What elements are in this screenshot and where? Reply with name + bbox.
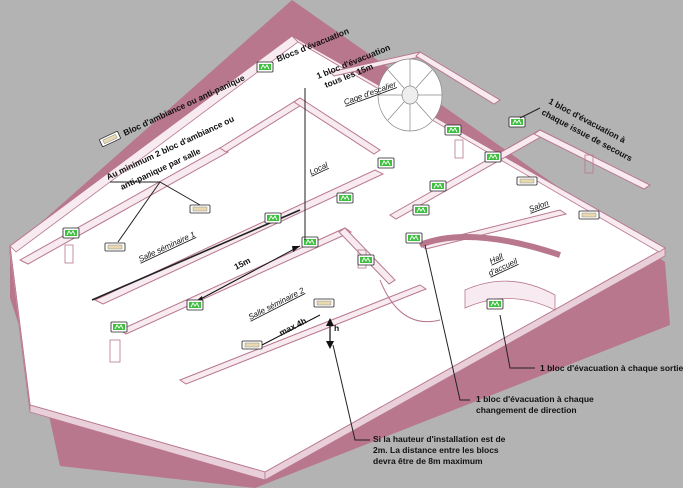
ambiance-block [313,298,335,308]
evac-block [357,254,375,266]
evac-block [508,116,526,128]
evac-block [486,298,504,310]
evac-block [405,232,423,244]
evac-block [336,192,354,204]
evac-block [412,204,430,216]
annotation-direction-2: changement de direction [476,405,577,415]
spiral-staircase [377,58,443,132]
evac-block [301,236,319,248]
corridor-line [91,209,301,301]
ambiance-block [241,340,263,350]
annotation-height-2: 2m. La distance entre les blocs [373,445,499,455]
legend-evac-icon [256,61,274,73]
ambiance-block [578,210,600,220]
dimension-h [326,318,334,349]
annotation-height-1: Si la hauteur d'installation est de [373,434,506,444]
evac-block [484,151,502,163]
hall-curve-front [379,279,441,323]
evac-block [110,321,128,333]
doors [64,139,594,363]
evac-block [264,212,282,224]
ambiance-block [516,176,538,186]
outer-wall-right [264,247,666,481]
dim-h-label: h [334,323,339,333]
evac-block [186,299,204,311]
evac-block [429,180,447,192]
ambiance-block [189,204,211,214]
dimension-max4h [261,314,321,346]
leader-lines [110,88,541,441]
evac-block [377,157,395,169]
ambiance-block [104,242,126,252]
evac-block [444,124,462,136]
annotation-height-3: devra être de 8m maximum [373,456,483,466]
hall-curved-wall [418,234,561,258]
evac-block [62,227,80,239]
interior-walls [18,51,651,385]
reception-desk [464,280,556,311]
annotation-direction-1: 1 bloc d'évacuation à chaque [476,394,594,404]
annotation-each-exit: 1 bloc d'évacuation à chaque sortie [540,363,683,373]
